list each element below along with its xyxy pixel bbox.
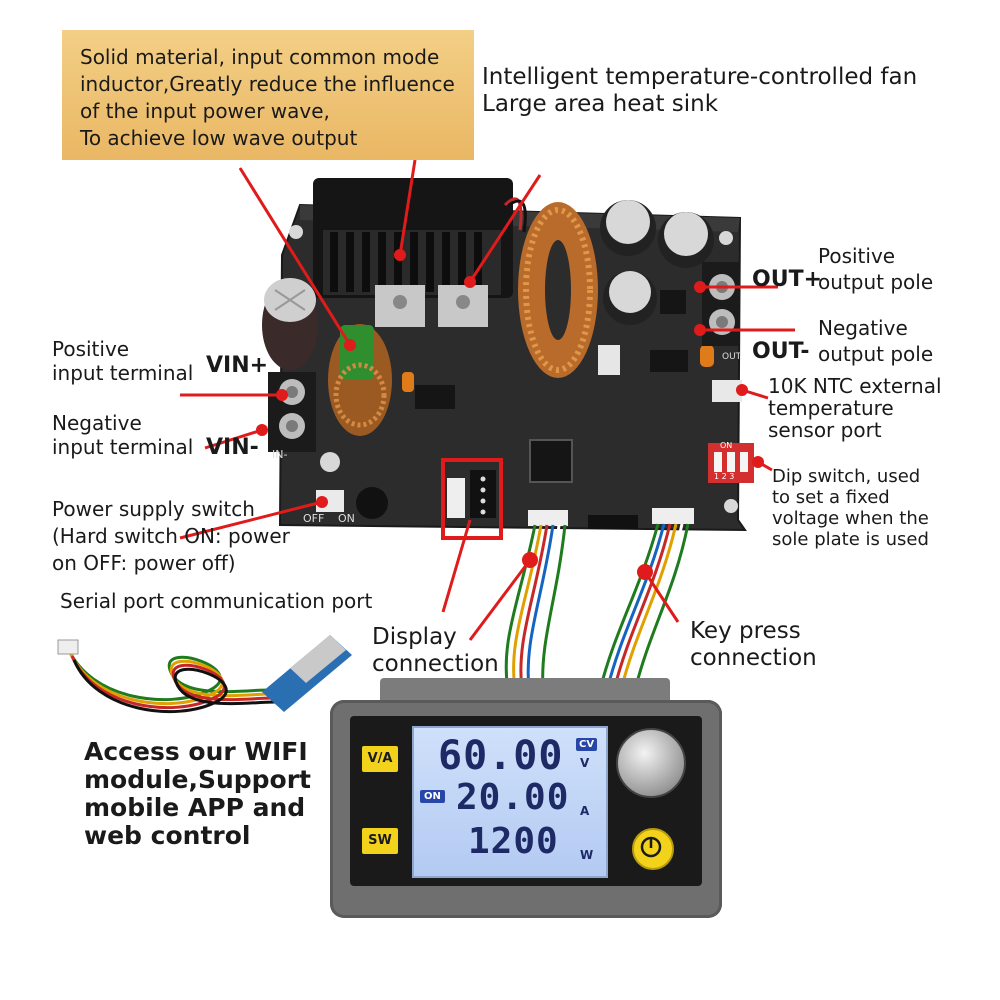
wifi-line: module,Support xyxy=(84,765,311,794)
vin-minus-label: VIN- xyxy=(206,435,259,460)
display-module: V/A SW 60.00 CV V ON 20.00 A 1200 W xyxy=(330,678,722,918)
display-housing: V/A SW 60.00 CV V ON 20.00 A 1200 W xyxy=(330,700,722,918)
voltage-readout: 60.00 xyxy=(438,733,564,779)
annotation-lines xyxy=(179,159,795,641)
power-switch-line: on OFF: power off) xyxy=(52,551,236,575)
output-capacitors xyxy=(600,200,714,325)
power-switch-line: (Hard switch ON: power xyxy=(52,524,290,548)
callout-line: Solid material, input common mode xyxy=(80,45,440,69)
power-switch-label: Power supply switch (Hard switch ON: pow… xyxy=(52,496,290,577)
negative-input-line: Negative xyxy=(52,411,142,435)
input-terminal-block xyxy=(268,372,316,452)
positive-output-label: Positive xyxy=(818,244,895,268)
power-button[interactable] xyxy=(632,828,674,870)
positive-input-line: input terminal xyxy=(52,361,194,385)
sw-button[interactable]: SW xyxy=(362,828,398,854)
silkscreen-dip-on: ON xyxy=(720,441,733,450)
keypress-connection-line: connection xyxy=(690,645,817,671)
power-readout: 1200 xyxy=(468,821,559,862)
ntc-port-label: 10K NTC external temperature sensor port xyxy=(768,375,942,441)
dip-line: voltage when the xyxy=(772,508,929,529)
wifi-module-illustration xyxy=(57,635,352,714)
silkscreen-dip-numbers: 1 2 3 xyxy=(714,472,735,481)
voltage-unit: V xyxy=(580,756,590,770)
common-mode-inductor xyxy=(328,324,392,436)
ntc-line: sensor port xyxy=(768,418,882,442)
keypress-connection-label: Key press connection xyxy=(690,618,817,672)
wifi-line: Access our WIFI xyxy=(84,737,308,766)
input-capacitor xyxy=(262,278,318,370)
cv-badge: CV xyxy=(576,738,598,751)
ntc-line: 10K NTC external xyxy=(768,374,942,398)
wifi-line: mobile APP and xyxy=(84,793,306,822)
callout-line: To achieve low wave output xyxy=(80,126,358,150)
fan-label-line: Intelligent temperature-controlled fan xyxy=(482,64,918,90)
display-connection-line: connection xyxy=(372,651,499,677)
inductor-callout-box: Solid material, input common mode induct… xyxy=(62,30,474,160)
annotation-dots xyxy=(256,249,764,580)
rotary-encoder-knob[interactable] xyxy=(616,728,686,798)
wifi-line: web control xyxy=(84,821,251,850)
output-terminal-block xyxy=(702,262,740,346)
serial-port-label: Serial port communication port xyxy=(60,589,373,613)
display-cable xyxy=(504,524,567,691)
silkscreen-out: OUT xyxy=(722,352,742,362)
display-connection-line: Display xyxy=(372,624,457,650)
on-badge: ON xyxy=(420,790,445,803)
positive-input-line: Positive xyxy=(52,337,130,361)
output-toroid-inductor xyxy=(518,202,598,378)
power-switch-line: Power supply switch xyxy=(52,497,255,521)
heat-sink-fan xyxy=(313,178,513,327)
silkscreen-on: ON xyxy=(338,512,355,525)
callout-line: inductor,Greatly reduce the influence xyxy=(80,72,455,96)
current-readout: 20.00 xyxy=(456,777,570,818)
dip-switch xyxy=(708,443,754,483)
ntc-line: temperature xyxy=(768,396,894,420)
display-connection-label: Display connection xyxy=(372,624,499,678)
dip-line: to set a fixed xyxy=(772,487,890,508)
out-minus-label: OUT- xyxy=(752,339,810,364)
dip-line: Dip switch, used xyxy=(772,466,921,487)
positive-output-label-2: output pole xyxy=(818,270,934,294)
negative-input-line: input terminal xyxy=(52,435,194,459)
wifi-module-label: Access our WIFI module,Support mobile AP… xyxy=(84,738,311,850)
display-top-clip xyxy=(380,678,670,704)
lcd-screen: 60.00 CV V ON 20.00 A 1200 W xyxy=(412,726,608,878)
positive-output-line: Positive xyxy=(818,244,896,268)
positive-input-label: Positive input terminal xyxy=(52,337,193,385)
power-icon xyxy=(640,836,662,858)
current-unit: A xyxy=(580,804,590,818)
fan-label: Intelligent temperature-controlled fan L… xyxy=(482,64,917,118)
negative-output-label: Negative xyxy=(818,316,908,340)
keypress-connection-line: Key press xyxy=(690,618,801,644)
vin-plus-label: VIN+ xyxy=(206,353,269,378)
serial-port-highlight-box xyxy=(441,458,503,540)
negative-input-label: Negative input terminal xyxy=(52,411,193,459)
callout-line: of the input power wave, xyxy=(80,99,330,123)
out-plus-label: OUT+ xyxy=(752,267,823,292)
va-button[interactable]: V/A xyxy=(362,746,398,772)
silkscreen-off: OFF xyxy=(303,512,325,525)
dip-line: sole plate is used xyxy=(772,529,929,550)
fan-label-line: Large area heat sink xyxy=(482,91,719,117)
dip-switch-label: Dip switch, used to set a fixed voltage … xyxy=(772,466,929,550)
power-unit: W xyxy=(580,848,594,862)
key-cable xyxy=(598,523,690,691)
negative-output-label-2: output pole xyxy=(818,342,934,366)
display-front-panel: V/A SW 60.00 CV V ON 20.00 A 1200 W xyxy=(350,716,702,886)
silkscreen-in-minus: IN- xyxy=(272,448,288,461)
